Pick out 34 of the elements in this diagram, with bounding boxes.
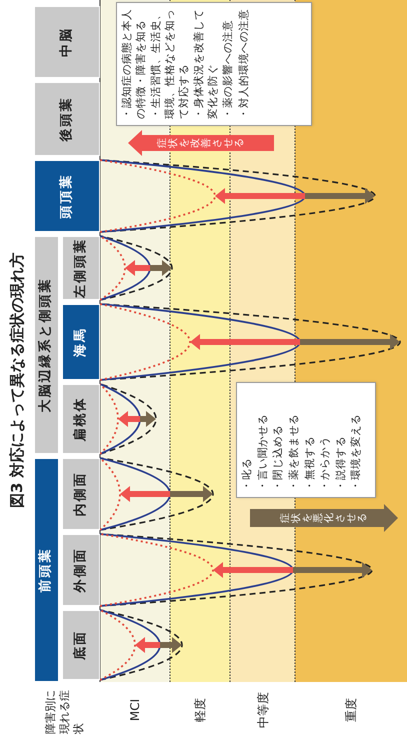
list-item: ・からかう	[319, 435, 332, 491]
list-item: ・閉じ込める	[272, 424, 286, 491]
list-item: ・説得する	[334, 435, 348, 491]
list-item: ・生活習慣、生活史、環境、性格などを知って対応する	[150, 9, 191, 119]
header-cell: 左側頭葉	[62, 236, 100, 300]
arrow-label: 症状を改善させる	[157, 138, 245, 148]
header-cell: 後頭葉	[34, 82, 100, 156]
arrow-label: 症状を悪化させる	[280, 513, 368, 523]
list-item: ・身体状況を改善して変化を防ぐ	[193, 9, 220, 119]
header-cell: 前頭葉	[34, 458, 59, 682]
note-box	[236, 382, 376, 498]
list-item: ・認知症の病態と本人の特徴・障害を知る	[121, 9, 148, 119]
header-cell: 外側面	[62, 534, 100, 606]
header-cell: 扁桃体	[62, 384, 100, 454]
header-cell: 海馬	[62, 304, 100, 380]
list-item: ・薬の影響への注意	[222, 19, 236, 119]
severity-label: MCI	[127, 698, 143, 722]
list-item: ・薬を飲ませる	[288, 413, 301, 491]
severity-label: 重度	[343, 698, 359, 722]
title: 図3 対応によって異なる症状の現れ方	[7, 252, 27, 508]
list-item: ・環境を変える	[350, 413, 364, 491]
note-box	[116, 2, 312, 126]
header-cell: 底面	[62, 610, 100, 680]
header-cell: 内側面	[62, 458, 100, 530]
list-item: ・叱る	[241, 457, 254, 491]
severity-label: 中等度	[254, 692, 270, 728]
list-item: ・無視する	[304, 435, 317, 491]
list-item: ・対人的環境への注意	[238, 9, 252, 119]
header-cell: 大脳辺縁系と側頭葉	[34, 236, 59, 454]
row-header: 障害別に現れる症状	[44, 689, 86, 734]
header-cell: 中脳	[34, 6, 100, 78]
severity-label: 軽度	[192, 698, 208, 722]
header-cell: 頭頂葉	[34, 160, 100, 232]
list-item: ・言い聞かせる	[256, 413, 270, 491]
